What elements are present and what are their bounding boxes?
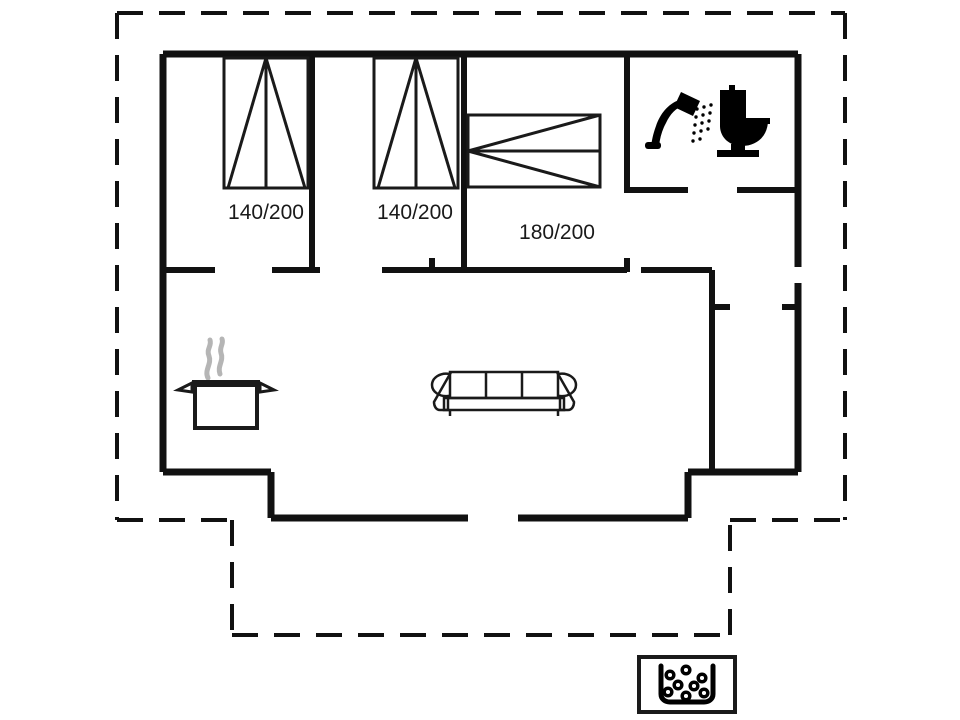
bed-label-140-200-left: 140/200 [228, 201, 304, 224]
shower-spray-dots [691, 103, 713, 143]
bed-140-200-left [222, 56, 310, 190]
bed-180-200-double [466, 113, 602, 189]
grill-legend-box [637, 655, 737, 714]
steam-icon [204, 336, 225, 381]
sofa-icon [430, 370, 578, 416]
building-walls [159, 50, 802, 522]
interior-walls [163, 57, 798, 472]
cooking-pot-icon [173, 336, 279, 430]
grill-coals [662, 664, 710, 702]
bed-label-140-200-middle: 140/200 [377, 201, 453, 224]
bed-140-200-middle [372, 56, 460, 190]
shower-icon [645, 92, 713, 149]
toilet-icon [717, 85, 770, 157]
terrace-outline [115, 11, 847, 637]
grill-icon [658, 663, 716, 705]
bed-label-180-200: 180/200 [519, 221, 595, 244]
